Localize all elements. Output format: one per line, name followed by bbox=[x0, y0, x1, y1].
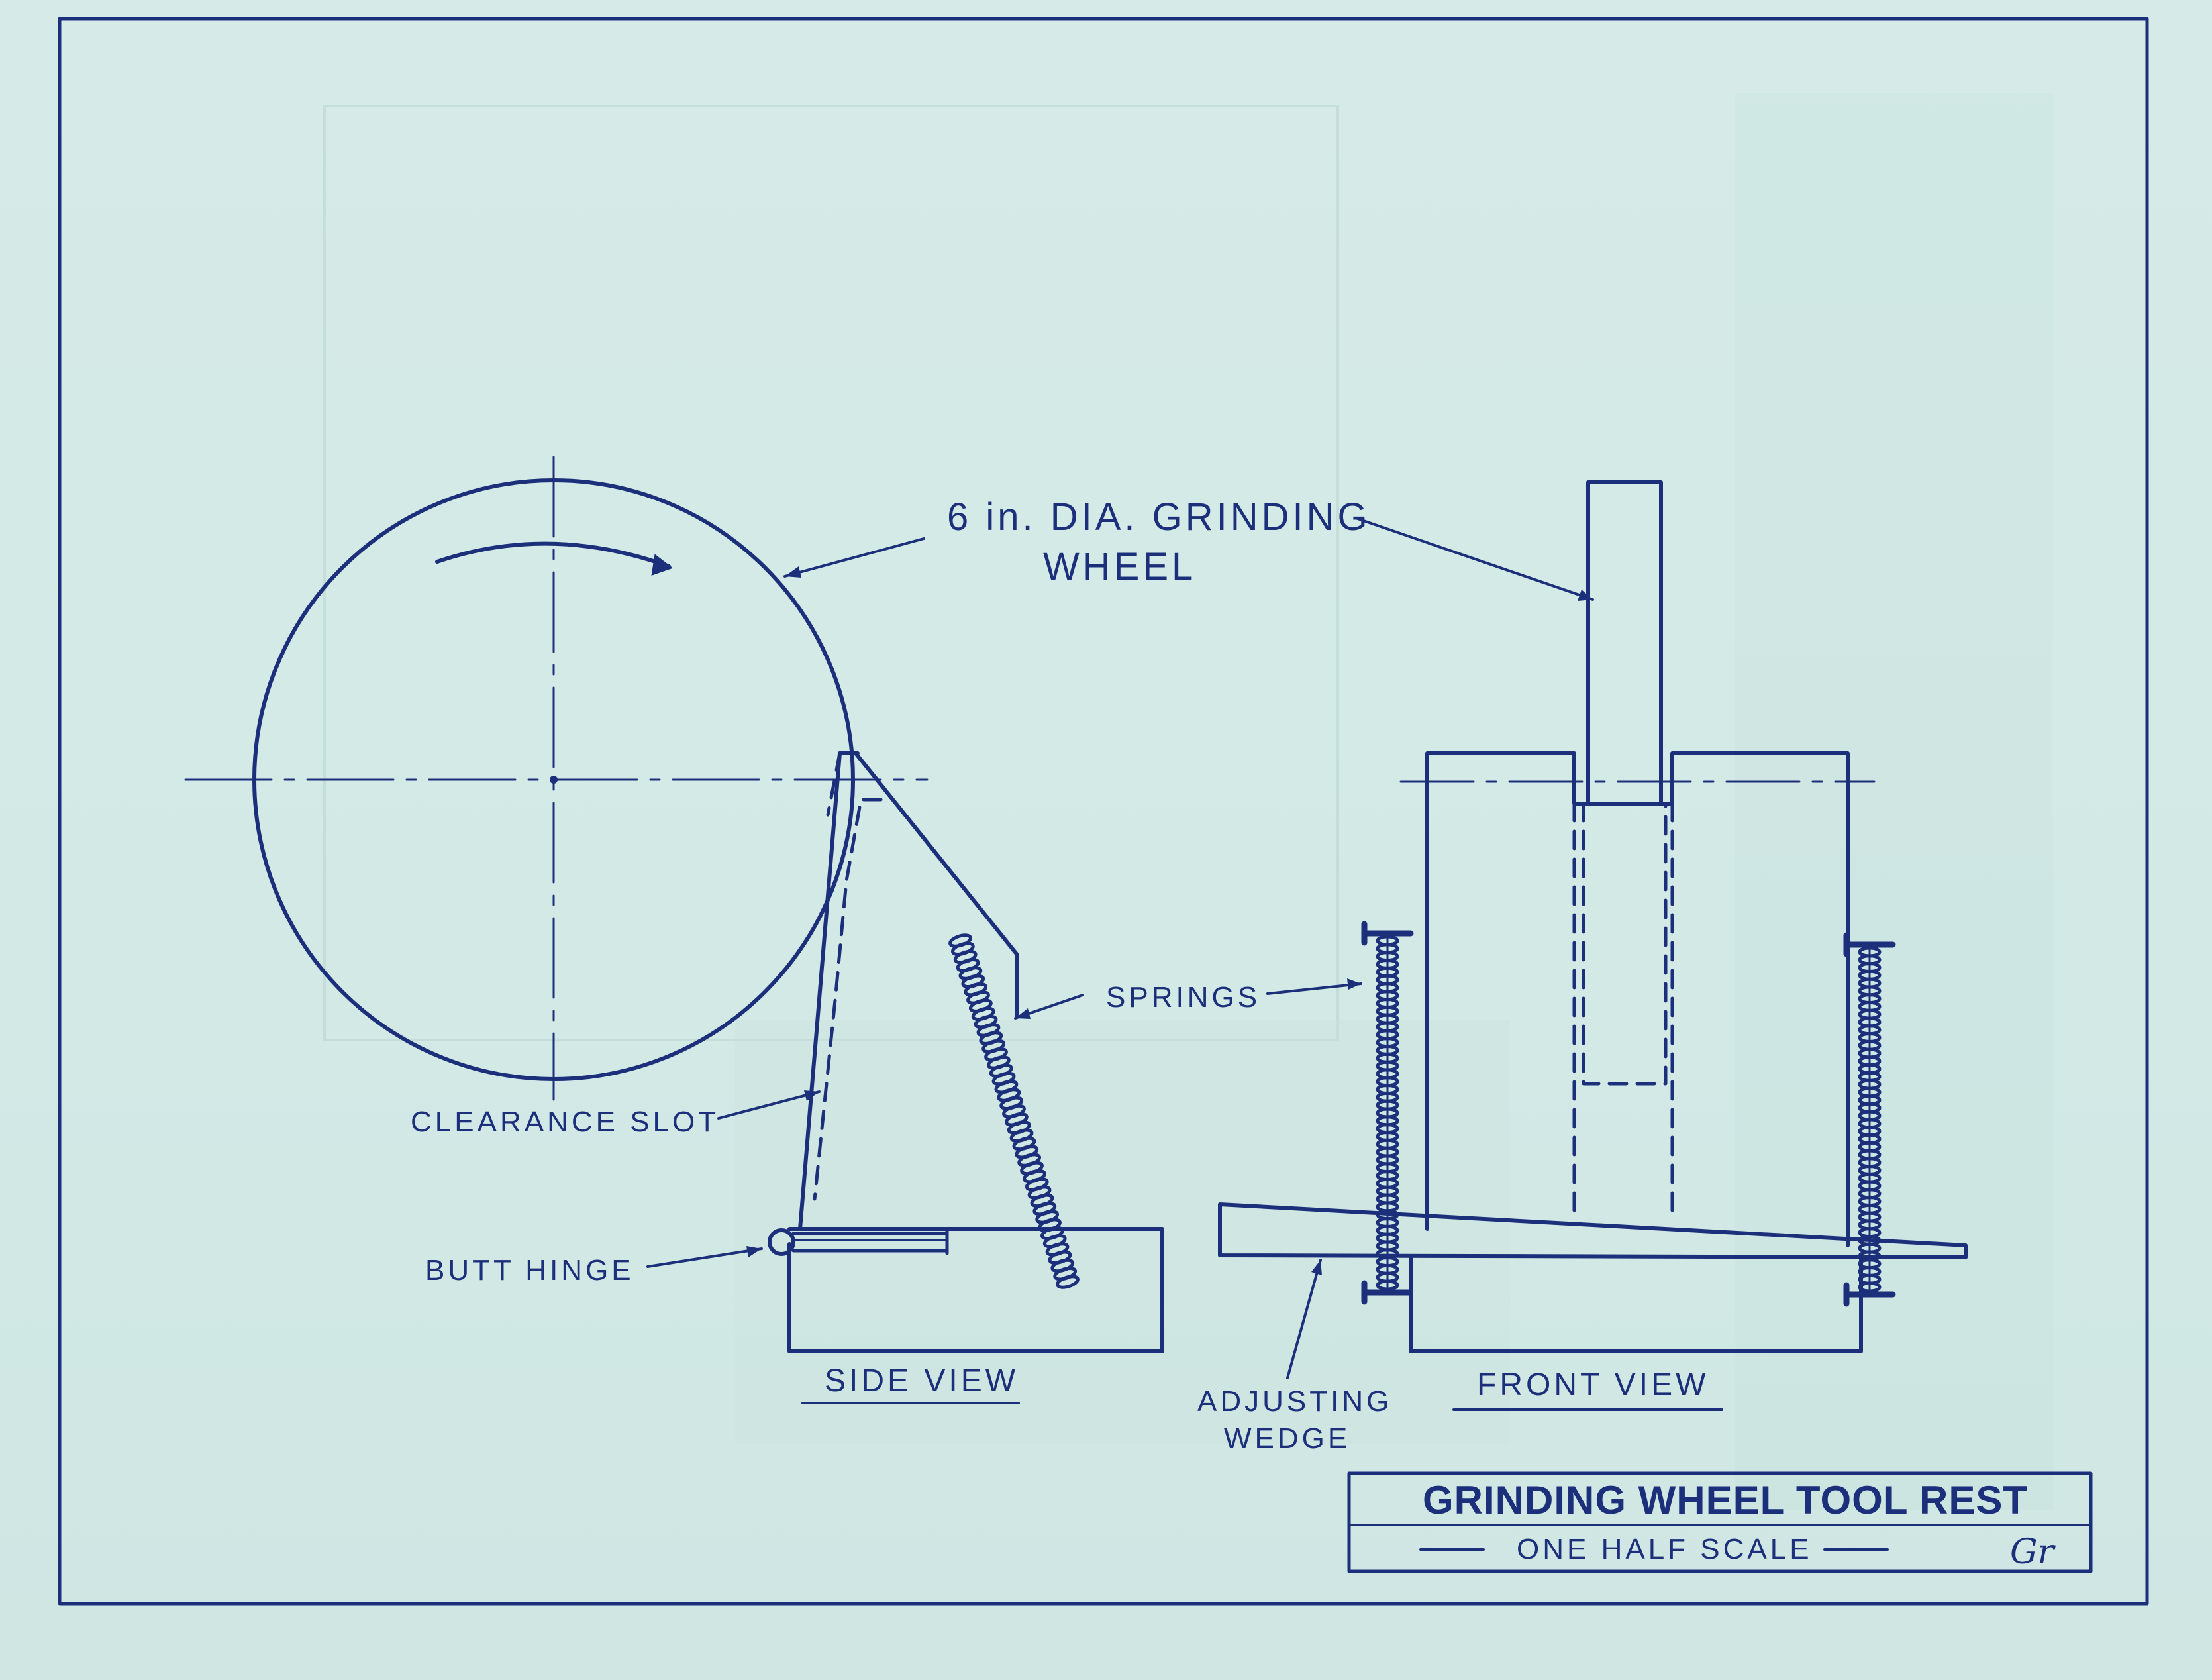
front-view-label: FRONT VIEW bbox=[1477, 1367, 1709, 1402]
butt-hinge-label: BUTT HINGE bbox=[425, 1254, 634, 1286]
adjusting-wedge-label-line2: WEDGE bbox=[1224, 1422, 1350, 1455]
wheel-hidden-front bbox=[1582, 802, 1668, 1086]
clearance-slot-label: CLEARANCE SLOT bbox=[411, 1106, 719, 1138]
wheel-label-line2: WHEEL bbox=[1043, 545, 1196, 588]
spring-coil bbox=[1056, 1275, 1080, 1289]
bleed-through-text bbox=[323, 93, 2053, 1510]
side-view-label: SIDE VIEW bbox=[825, 1363, 1019, 1398]
leader-lines bbox=[646, 517, 1594, 1379]
front-view bbox=[1218, 480, 1968, 1353]
rotation-arrow bbox=[435, 541, 671, 568]
annotation-labels: 6 in. DIA. GRINDING WHEEL SPRINGS CLEARA… bbox=[411, 496, 1723, 1455]
springs-label: SPRINGS bbox=[1106, 981, 1260, 1014]
clearance-slot-hidden bbox=[813, 798, 883, 1201]
front-base-block bbox=[1409, 1255, 1863, 1353]
side-view bbox=[184, 456, 1164, 1353]
title-text: GRINDING WHEEL TOOL REST bbox=[1423, 1478, 2028, 1522]
adjusting-wedge-label-line1: ADJUSTING bbox=[1197, 1385, 1392, 1418]
drafter-initials: Gr bbox=[2010, 1532, 2056, 1572]
scale-text: ONE HALF SCALE bbox=[1517, 1533, 1813, 1565]
title-block: GRINDING WHEEL TOOL REST ONE HALF SCALE … bbox=[1347, 1471, 2093, 1573]
butt-hinge-knuckle bbox=[768, 1228, 795, 1256]
drawing-border bbox=[58, 17, 2149, 1606]
side-base-block bbox=[787, 1227, 1164, 1353]
adjusting-wedge bbox=[1218, 1202, 1968, 1259]
rotation-arrowhead bbox=[651, 554, 674, 576]
wheel-edge-front bbox=[1586, 480, 1663, 806]
side-spring bbox=[948, 933, 1080, 1289]
front-left-upright bbox=[1425, 751, 1850, 1247]
wheel-label-line1: 6 in. DIA. GRINDING bbox=[947, 496, 1371, 539]
